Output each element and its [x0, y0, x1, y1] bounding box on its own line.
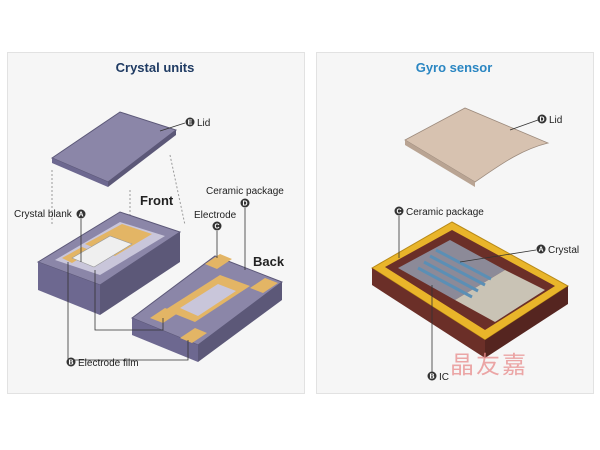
gyro-lid: [404, 107, 550, 183]
svg-text:A: A: [538, 247, 543, 254]
label-lid-left: Lid: [197, 118, 210, 129]
crystal-lid-edge-2: [108, 130, 176, 187]
right-annotations: D Lid C Ceramic package A Crystal B IC: [394, 114, 579, 383]
svg-text:C: C: [396, 209, 401, 216]
svg-text:E: E: [188, 120, 193, 127]
svg-text:B: B: [429, 374, 434, 381]
label-crystal-blank: Crystal blank: [14, 209, 73, 220]
gyro-sensor-title: Gyro sensor: [415, 60, 493, 75]
label-electrode: Electrode: [194, 210, 237, 221]
crystal-lid-edge: [52, 158, 108, 187]
badge-c-right: [394, 206, 404, 216]
label-crystal: Crystal: [548, 245, 579, 256]
badge-a-right: [536, 244, 546, 254]
badge-c: [212, 221, 222, 231]
left-annotations: E Lid Front Back Ceramic package D Elect…: [14, 117, 285, 369]
crystal-units-title: Crystal units: [115, 60, 195, 75]
svg-text:C: C: [214, 224, 219, 231]
badge-d-right: [537, 114, 547, 124]
label-ic: IC: [439, 372, 449, 383]
lid-guide-lines: [51, 154, 186, 226]
gyro-package: [371, 221, 569, 358]
back-package: [130, 254, 284, 362]
badge-e: [185, 117, 195, 127]
label-back: Back: [253, 254, 285, 269]
badge-a-left: [76, 209, 86, 219]
badge-b-right: [427, 371, 437, 381]
label-electrode-film: Electrode film: [78, 358, 139, 369]
svg-text:D: D: [242, 201, 247, 208]
crystal-bars: [417, 248, 492, 299]
watermark: 晶友嘉: [450, 351, 528, 379]
svg-text:B: B: [68, 360, 73, 367]
svg-text:D: D: [539, 117, 544, 124]
svg-text:A: A: [78, 212, 83, 219]
label-ceramic-left: Ceramic package: [206, 186, 284, 197]
label-lid-right: Lid: [549, 115, 562, 126]
label-ceramic-right: Ceramic package: [406, 207, 484, 218]
badge-b-left: [66, 357, 76, 367]
gyro-lid-edge: [405, 140, 475, 187]
badge-d: [240, 198, 250, 208]
label-front: Front: [140, 193, 174, 208]
front-package: [36, 211, 182, 315]
